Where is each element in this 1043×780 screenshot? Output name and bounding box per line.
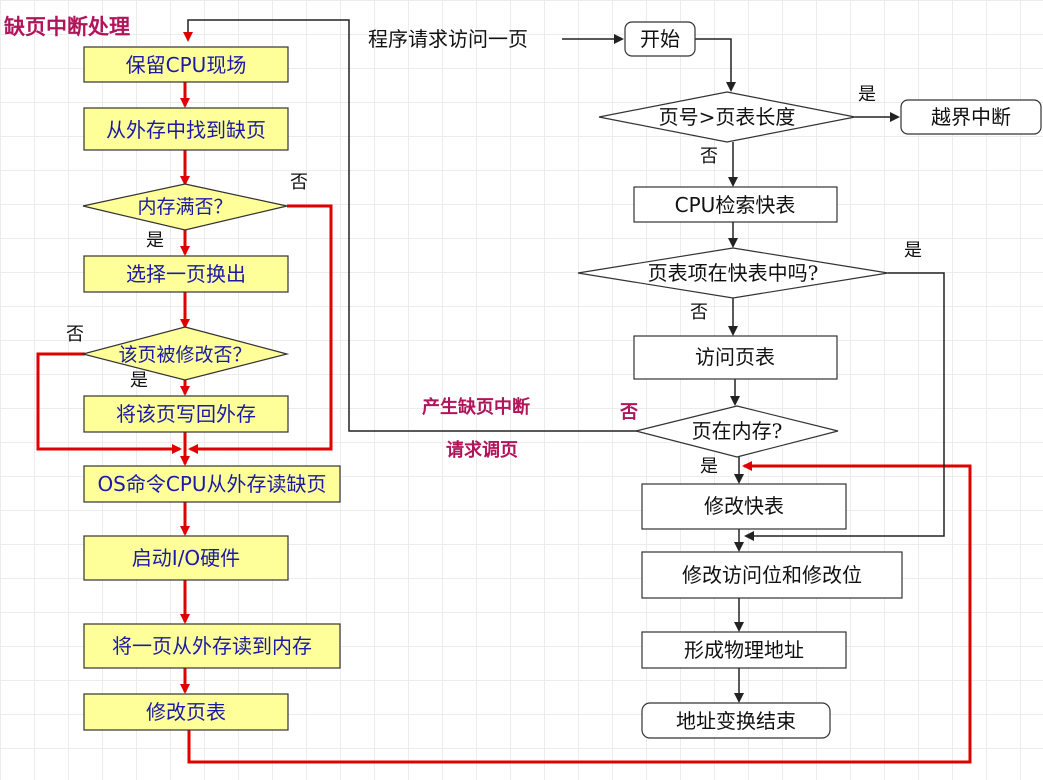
select-page-box <box>83 255 289 293</box>
annotations: 产生缺页中断 请求调页 <box>422 396 530 461</box>
os-command-label: OS命令CPU从外存读缺页 <box>97 472 326 496</box>
memory-full-label: 内存满否？ <box>137 196 232 218</box>
arrow-page-not-modified <box>36 352 182 454</box>
page-fault-annotation: 产生缺页中断 <box>422 396 530 418</box>
left-flow-connectors <box>36 82 972 764</box>
in-memory-no-label: 否 <box>619 402 638 423</box>
request-label: 程序请求访问一页 <box>368 27 528 51</box>
access-table-box <box>633 335 838 380</box>
request-page-annotation: 请求调页 <box>446 439 518 461</box>
right-flow-nodes: 程序请求访问一页 开始 页号>页表长度 越界中断 CPU检索快表 页表项在快表中… <box>368 21 1042 739</box>
out-of-bounds-terminal <box>900 99 1042 135</box>
in-memory-yes-label: 是 <box>700 456 718 477</box>
update-bits-box <box>641 551 903 599</box>
update-table-label: 修改页表 <box>146 700 226 724</box>
arrow-page-fault-jump <box>183 19 637 432</box>
check-length-no-label: 否 <box>700 146 718 167</box>
in-tlb-no-label: 否 <box>690 302 708 323</box>
in-tlb-diamond <box>577 247 889 299</box>
memory-full-diamond <box>82 183 288 231</box>
os-command-box <box>83 465 341 503</box>
start-terminal <box>624 21 696 57</box>
search-tlb-box <box>633 186 838 223</box>
search-tlb-label: CPU检索快表 <box>675 193 796 217</box>
find-page-box <box>83 107 289 151</box>
write-back-label: 将该页写回外存 <box>116 402 256 426</box>
page-modified-diamond <box>80 326 290 381</box>
page-modified-yes-label: 是 <box>130 370 148 391</box>
update-bits-label: 修改访问位和修改位 <box>682 563 862 587</box>
left-flow-title: 缺页中断处理 <box>4 15 130 39</box>
right-flow-connectors <box>183 19 945 703</box>
page-modified-label: 该页被修改否？ <box>118 344 251 366</box>
read-page-label: 将一页从外存读到内存 <box>112 634 312 658</box>
out-of-bounds-label: 越界中断 <box>931 105 1011 129</box>
physical-addr-label: 形成物理地址 <box>684 638 804 662</box>
find-page-label: 从外存中找到缺页 <box>106 118 266 142</box>
save-cpu-label: 保留CPU现场 <box>126 53 247 77</box>
access-table-label: 访问页表 <box>695 345 775 369</box>
memory-full-yes-label: 是 <box>146 230 164 251</box>
page-modified-no-label: 否 <box>66 324 84 345</box>
check-length-diamond <box>598 91 856 143</box>
check-length-yes-label: 是 <box>858 84 876 105</box>
update-table-box <box>83 693 289 731</box>
in-tlb-label: 页表项在快表中吗? <box>648 261 819 285</box>
in-memory-diamond <box>635 405 839 458</box>
start-io-label: 启动I/O硬件 <box>132 546 240 570</box>
physical-addr-box <box>641 631 847 669</box>
check-length-label: 页号>页表长度 <box>659 105 796 129</box>
arrow-start-to-check <box>695 38 736 92</box>
select-page-label: 选择一页换出 <box>126 262 246 286</box>
start-io-box <box>83 535 289 581</box>
update-tlb-label: 修改快表 <box>704 494 784 518</box>
in-memory-label: 页在内存? <box>692 419 783 443</box>
arrow-memory-not-full <box>188 204 333 454</box>
in-tlb-yes-label: 是 <box>904 240 922 261</box>
write-back-box <box>83 395 289 433</box>
end-terminal <box>641 702 831 739</box>
memory-full-no-label: 否 <box>290 172 308 193</box>
start-label: 开始 <box>640 27 680 51</box>
read-page-box <box>83 623 341 669</box>
update-tlb-box <box>641 483 847 530</box>
arrow-tlb-yes <box>744 272 945 541</box>
arrow-return-to-right-flow <box>187 461 972 764</box>
end-label: 地址变换结束 <box>676 709 796 733</box>
left-flow-nodes: 缺页中断处理 保留CPU现场 从外存中找到缺页 内存满否？ 选择一页换出 该页被… <box>4 15 341 731</box>
save-cpu-box <box>83 46 289 83</box>
